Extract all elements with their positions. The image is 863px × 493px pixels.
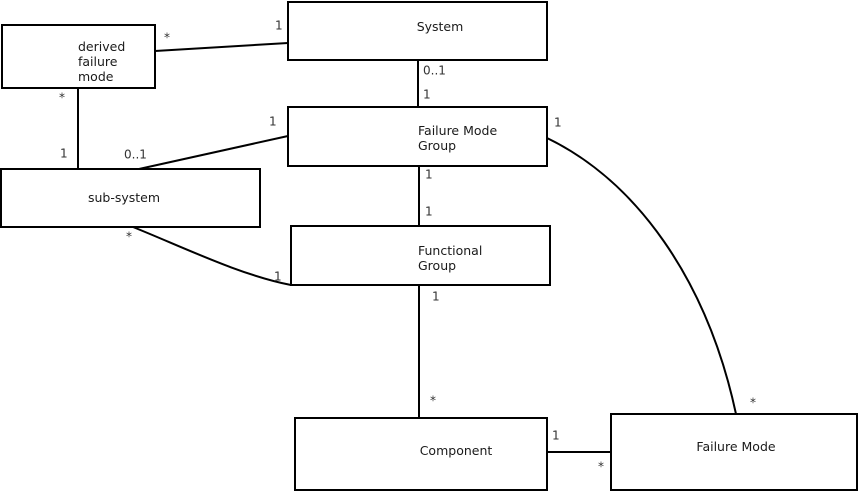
associations-layer — [77, 42, 737, 453]
multiplicity-label: 0..1 — [423, 64, 446, 78]
multiplicity-label: * — [750, 396, 756, 410]
multiplicity-label: 0..1 — [124, 148, 147, 162]
class-name-line: mode — [78, 69, 114, 84]
class-box-system[interactable]: System — [287, 1, 548, 61]
class-name-line: derived — [78, 39, 125, 54]
multiplicity-label: 1 — [275, 19, 283, 33]
multiplicity-label: * — [59, 91, 65, 105]
class-box-sub-system[interactable]: sub-system — [0, 168, 261, 228]
class-box-rect — [1, 24, 156, 89]
class-name-line: System — [417, 19, 464, 34]
association-line — [546, 137, 737, 415]
class-box-rect — [287, 1, 548, 61]
class-name-line: Component — [420, 443, 493, 458]
class-box-rect — [294, 417, 548, 491]
multiplicity-label: 1 — [425, 168, 433, 182]
class-name-line: Failure Mode — [696, 439, 775, 454]
association-line — [132, 226, 292, 286]
class-name-label: System — [417, 19, 464, 34]
multiplicity-label: 1 — [269, 115, 277, 129]
class-box-failure-mode[interactable]: Failure Mode — [610, 413, 858, 491]
class-name-line: failure — [78, 54, 118, 69]
multiplicity-label: 1 — [554, 116, 562, 130]
multiplicity-label: 1 — [423, 88, 431, 102]
class-name-line: Functional — [418, 243, 482, 258]
multiplicity-label: * — [598, 460, 604, 474]
class-name-label: Failure Mode — [696, 439, 775, 454]
class-name-line: sub-system — [88, 190, 160, 205]
class-box-rect — [0, 168, 261, 228]
class-box-rect — [287, 106, 548, 167]
class-name-label: sub-system — [88, 190, 160, 205]
multiplicity-label: * — [164, 31, 170, 45]
multiplicity-labels-layer: * 1 0..1 1 * 1 0..1 1 1 1 * 1 1 * 1 * 1 * — [59, 19, 756, 474]
multiplicity-label: 1 — [425, 205, 433, 219]
class-name-line: Group — [418, 258, 456, 273]
multiplicity-label: 1 — [552, 429, 560, 443]
class-box-rect — [610, 413, 858, 491]
multiplicity-label: 1 — [274, 270, 282, 284]
multiplicity-label: 1 — [432, 290, 440, 304]
multiplicity-label: 1 — [60, 147, 68, 161]
class-box-component[interactable]: Component — [294, 417, 548, 491]
class-name-line: Group — [418, 138, 456, 153]
association-line — [138, 135, 289, 170]
multiplicity-label: * — [126, 230, 132, 244]
class-box-rect — [290, 225, 551, 286]
class-name-line: Failure Mode — [418, 123, 497, 138]
multiplicity-label: * — [430, 394, 436, 408]
association-line — [154, 42, 289, 52]
class-name-label: Component — [420, 443, 493, 458]
